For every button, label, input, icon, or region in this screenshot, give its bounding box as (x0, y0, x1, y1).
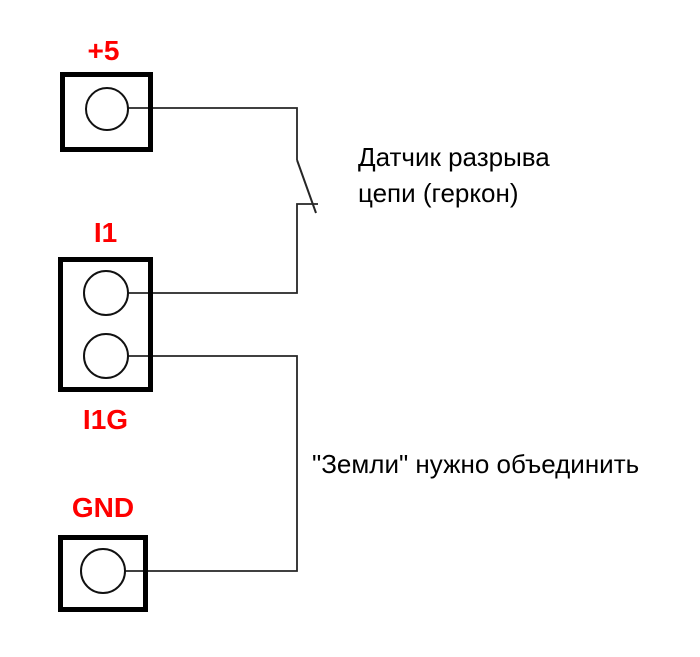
annotation-reed-switch: Датчик разрыва цепи (геркон) (358, 139, 550, 211)
terminal-box-plus5 (60, 72, 153, 152)
terminal-label-plus5: +5 (87, 35, 120, 66)
reed-switch-blade (296, 159, 317, 214)
terminal-label-i1g: I1G (82, 404, 129, 435)
wire-i1g-to-gnd (125, 355, 298, 572)
annotation-ground-note: "Земли" нужно объединить (312, 449, 640, 479)
wire-switch-to-i1 (128, 203, 318, 294)
terminal-hole-i1 (83, 270, 129, 316)
annotation-reed-switch-line2: цепи (геркон) (358, 178, 519, 208)
wire-plus5-to-switch (128, 107, 298, 160)
terminal-hole-gnd (80, 548, 126, 594)
terminal-label-i1: I1 (93, 217, 118, 248)
terminal-box-gnd (58, 535, 148, 612)
terminal-box-i1-i1g (58, 257, 153, 392)
terminal-hole-i1g (83, 333, 129, 379)
terminal-hole-plus5 (85, 87, 129, 131)
annotation-reed-switch-line1: Датчик разрыва (358, 142, 550, 172)
terminal-label-gnd: GND (71, 492, 135, 523)
